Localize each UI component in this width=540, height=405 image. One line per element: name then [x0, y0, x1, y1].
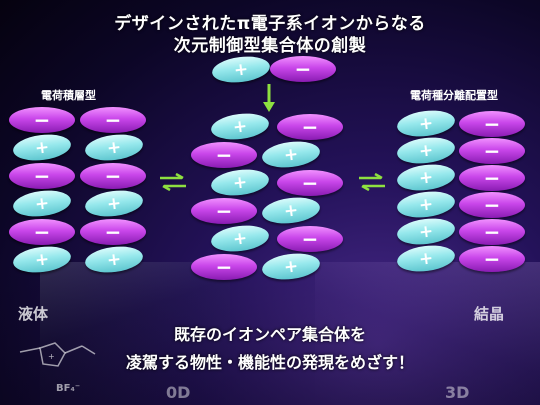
crystal-image: [315, 262, 540, 405]
cation-disk: +: [83, 187, 145, 220]
crystal-label: 結晶: [474, 305, 505, 323]
anion-disk: −: [9, 219, 75, 245]
message-line-1: 既存のイオンペア集合体を: [173, 325, 366, 344]
cation-disk: +: [209, 166, 271, 199]
anion-symbol: −: [104, 108, 122, 132]
cation-symbol: +: [33, 192, 51, 215]
anion-symbol: −: [33, 108, 51, 132]
cation-symbol: +: [417, 247, 435, 270]
cation-symbol: +: [105, 136, 123, 159]
counter-anion-label: BF₄⁻: [56, 383, 81, 394]
anion-symbol: −: [483, 220, 501, 244]
cation-symbol: +: [282, 143, 300, 166]
anion-symbol: −: [215, 199, 233, 223]
cation-symbol: +: [417, 193, 435, 216]
title-line-1: デザインされたπ電子系イオンからなる: [114, 14, 426, 34]
anion-disk: −: [9, 163, 75, 189]
anion-disk: −: [277, 226, 343, 252]
cation-disk: +: [260, 194, 322, 227]
anion-disk: −: [459, 138, 525, 164]
cation-disk: +: [395, 107, 457, 140]
anion-disk: −: [80, 163, 146, 189]
cation-symbol: +: [33, 136, 51, 159]
equilibrium-arrow-icon-right: [359, 173, 385, 191]
anion-symbol: −: [33, 220, 51, 244]
anion-symbol: −: [483, 247, 501, 271]
dimension-0d-label: 0D: [166, 383, 191, 402]
anion-disk: −: [459, 246, 525, 272]
anion-symbol: −: [104, 164, 122, 188]
anion-disk: −: [277, 114, 343, 140]
background-shade: [0, 262, 540, 405]
cation-disk: +: [395, 215, 457, 248]
anion-symbol: −: [215, 255, 233, 279]
anion-disk: −: [277, 170, 343, 196]
anion-symbol: −: [301, 171, 319, 195]
down-arrow-icon: [263, 84, 275, 112]
anion-symbol: −: [483, 166, 501, 190]
anion-symbol: −: [301, 115, 319, 139]
cation-symbol: +: [231, 171, 249, 194]
cation-symbol: +: [231, 227, 249, 250]
anion-disk: −: [191, 198, 257, 224]
anion-disk: −: [80, 219, 146, 245]
anion-disk: −: [459, 111, 525, 137]
cation-symbol: +: [417, 220, 435, 243]
anion-disk: −: [459, 219, 525, 245]
cation-disk: +: [11, 187, 73, 220]
equilibrium-arrow-icon-left: [160, 173, 186, 191]
imidazolium-structure-icon: +: [19, 342, 96, 367]
anion-disk: −: [80, 107, 146, 133]
cation-symbol: +: [282, 199, 300, 222]
stacked-type-label: 電荷積層型: [41, 89, 96, 102]
cation-symbol: +: [33, 248, 51, 271]
anion-symbol: −: [33, 164, 51, 188]
anion-symbol: −: [483, 139, 501, 163]
cation-disk: +: [395, 161, 457, 194]
cation-disk: +: [395, 188, 457, 221]
dimension-3d-label: 3D: [445, 383, 470, 402]
cation-symbol: +: [231, 115, 249, 138]
cation-symbol: +: [417, 166, 435, 189]
anion-disk: −: [9, 107, 75, 133]
svg-text:+: +: [48, 352, 55, 361]
cation-disk: +: [260, 138, 322, 171]
anion-disk: −: [459, 165, 525, 191]
liquid-label: 液体: [18, 305, 49, 323]
segregated-type-label: 電荷種分離配置型: [410, 89, 498, 102]
anion-symbol: −: [483, 193, 501, 217]
anion-symbol: −: [104, 220, 122, 244]
cation-disk: +: [209, 222, 271, 255]
cation-disk: +: [209, 110, 271, 143]
anion-symbol: −: [215, 143, 233, 167]
cation-symbol: +: [417, 139, 435, 162]
liquid-vial-image: [40, 262, 230, 405]
cation-disk: +: [83, 131, 145, 164]
cation-disk: +: [210, 53, 272, 86]
cation-symbol: +: [232, 58, 250, 81]
anion-symbol: −: [301, 227, 319, 251]
cation-disk: +: [11, 131, 73, 164]
message-line-2: 凌駕する物性・機能性の発現をめざす！: [125, 353, 414, 372]
anion-disk: −: [191, 254, 257, 280]
cation-symbol: +: [105, 192, 123, 215]
anion-symbol: −: [294, 57, 312, 81]
cation-symbol: +: [417, 112, 435, 135]
anion-disk: −: [270, 56, 336, 82]
title-line-2: 次元制御型集合体の創製: [173, 36, 367, 56]
cation-symbol: +: [282, 255, 300, 278]
anion-symbol: −: [483, 112, 501, 136]
cation-symbol: +: [105, 248, 123, 271]
cation-disk: +: [395, 134, 457, 167]
anion-disk: −: [191, 142, 257, 168]
anion-disk: −: [459, 192, 525, 218]
